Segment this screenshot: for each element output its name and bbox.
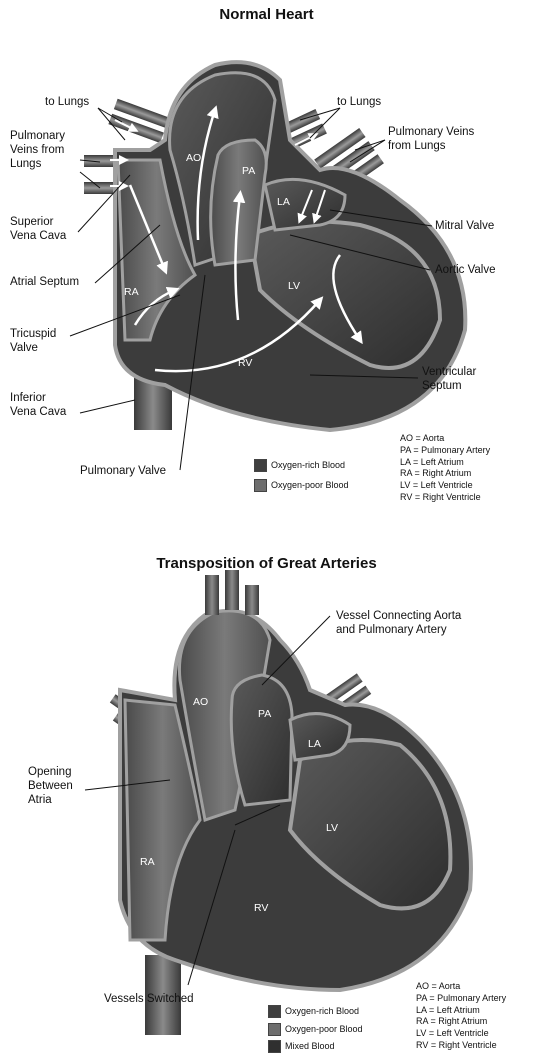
abbr-item: LA = Left Atrium	[416, 1005, 506, 1017]
tga-abbreviation-key: AO = Aorta PA = Pulmonary Artery LA = Le…	[416, 981, 506, 1052]
normal-pulm-veins-left-line1: Pulmonary	[10, 130, 65, 143]
abbr-item: AO = Aorta	[416, 981, 506, 993]
normal-pa-label: PA	[242, 165, 255, 177]
legend-text-mixed: Mixed Blood	[285, 1041, 335, 1051]
tga-vessels-switched-label: Vessels Switched	[104, 993, 194, 1006]
tga-legend-oxygen-poor: Oxygen-poor Blood	[268, 1022, 363, 1036]
tga-opening-line3: Atria	[28, 794, 52, 807]
normal-ivc-line1: Inferior	[10, 392, 46, 405]
legend-swatch-poor	[268, 1023, 281, 1036]
legend-swatch-mixed	[268, 1040, 281, 1053]
normal-aortic-valve-label: Aortic Valve	[435, 264, 496, 277]
legend-text-poor: Oxygen-poor Blood	[285, 1024, 363, 1034]
normal-ra-label: RA	[124, 286, 139, 298]
normal-legend-oxygen-poor: Oxygen-poor Blood	[254, 478, 349, 492]
tga-legend-oxygen-rich: Oxygen-rich Blood	[268, 1004, 359, 1018]
tga-ao-label: AO	[193, 696, 208, 708]
tga-lv-label: LV	[326, 822, 338, 834]
abbr-item: RA = Right Atrium	[416, 1016, 506, 1028]
tga-rv-label: RV	[254, 902, 268, 914]
tga-legend-mixed: Mixed Blood	[268, 1039, 335, 1053]
normal-pulm-veins-left-line2: Veins from	[10, 144, 64, 157]
abbr-item: AO = Aorta	[400, 433, 490, 445]
abbr-item: LV = Left Ventricle	[416, 1028, 506, 1040]
abbr-item: RA = Right Atrium	[400, 468, 490, 480]
abbr-item: PA = Pulmonary Artery	[416, 993, 506, 1005]
tga-la-label: LA	[308, 738, 321, 750]
normal-atrial-septum-label: Atrial Septum	[10, 276, 79, 289]
normal-to-lungs-right-label: to Lungs	[337, 96, 381, 109]
abbr-item: PA = Pulmonary Artery	[400, 445, 490, 457]
tga-opening-line2: Between	[28, 780, 73, 793]
normal-la-label: LA	[277, 196, 290, 208]
legend-swatch-rich	[268, 1005, 281, 1018]
abbr-item: RV = Right Ventricle	[416, 1040, 506, 1052]
abbr-item: LV = Left Ventricle	[400, 480, 490, 492]
normal-lv-label: LV	[288, 280, 300, 292]
normal-pulm-veins-right-line2: from Lungs	[388, 140, 446, 153]
normal-svc-line2: Vena Cava	[10, 230, 66, 243]
legend-text-rich: Oxygen-rich Blood	[285, 1006, 359, 1016]
legend-swatch-rich	[254, 459, 267, 472]
tga-title: Transposition of Great Arteries	[0, 555, 533, 572]
tga-vessel-connecting-line1: Vessel Connecting Aorta	[336, 610, 461, 623]
normal-heart-drawing	[70, 62, 465, 470]
tga-pa-label: PA	[258, 708, 271, 720]
legend-text-poor: Oxygen-poor Blood	[271, 480, 349, 490]
normal-tricuspid-line1: Tricuspid	[10, 328, 56, 341]
tga-ra-label: RA	[140, 856, 155, 868]
normal-vent-septum-line1: Ventricular	[422, 366, 476, 379]
normal-legend-oxygen-rich: Oxygen-rich Blood	[254, 458, 345, 472]
normal-tricuspid-line2: Valve	[10, 342, 38, 355]
abbr-item: RV = Right Ventricle	[400, 492, 490, 504]
normal-pulm-veins-left-line3: Lungs	[10, 158, 41, 171]
tga-vessel-connecting-line2: and Pulmonary Artery	[336, 624, 447, 637]
normal-abbreviation-key: AO = Aorta PA = Pulmonary Artery LA = Le…	[400, 433, 490, 504]
normal-ivc-line2: Vena Cava	[10, 406, 66, 419]
normal-svc-line1: Superior	[10, 216, 53, 229]
normal-mitral-valve-label: Mitral Valve	[435, 220, 494, 233]
normal-to-lungs-left-label: to Lungs	[45, 96, 89, 109]
normal-pulm-veins-right-line1: Pulmonary Veins	[388, 126, 474, 139]
normal-vent-septum-line2: Septum	[422, 380, 462, 393]
normal-pulmonary-valve-label: Pulmonary Valve	[80, 465, 166, 478]
normal-rv-label: RV	[238, 357, 252, 369]
legend-text-rich: Oxygen-rich Blood	[271, 460, 345, 470]
normal-ao-label: AO	[186, 152, 201, 164]
abbr-item: LA = Left Atrium	[400, 457, 490, 469]
tga-heart-drawing	[85, 570, 471, 1035]
tga-opening-line1: Opening	[28, 766, 71, 779]
legend-swatch-poor	[254, 479, 267, 492]
